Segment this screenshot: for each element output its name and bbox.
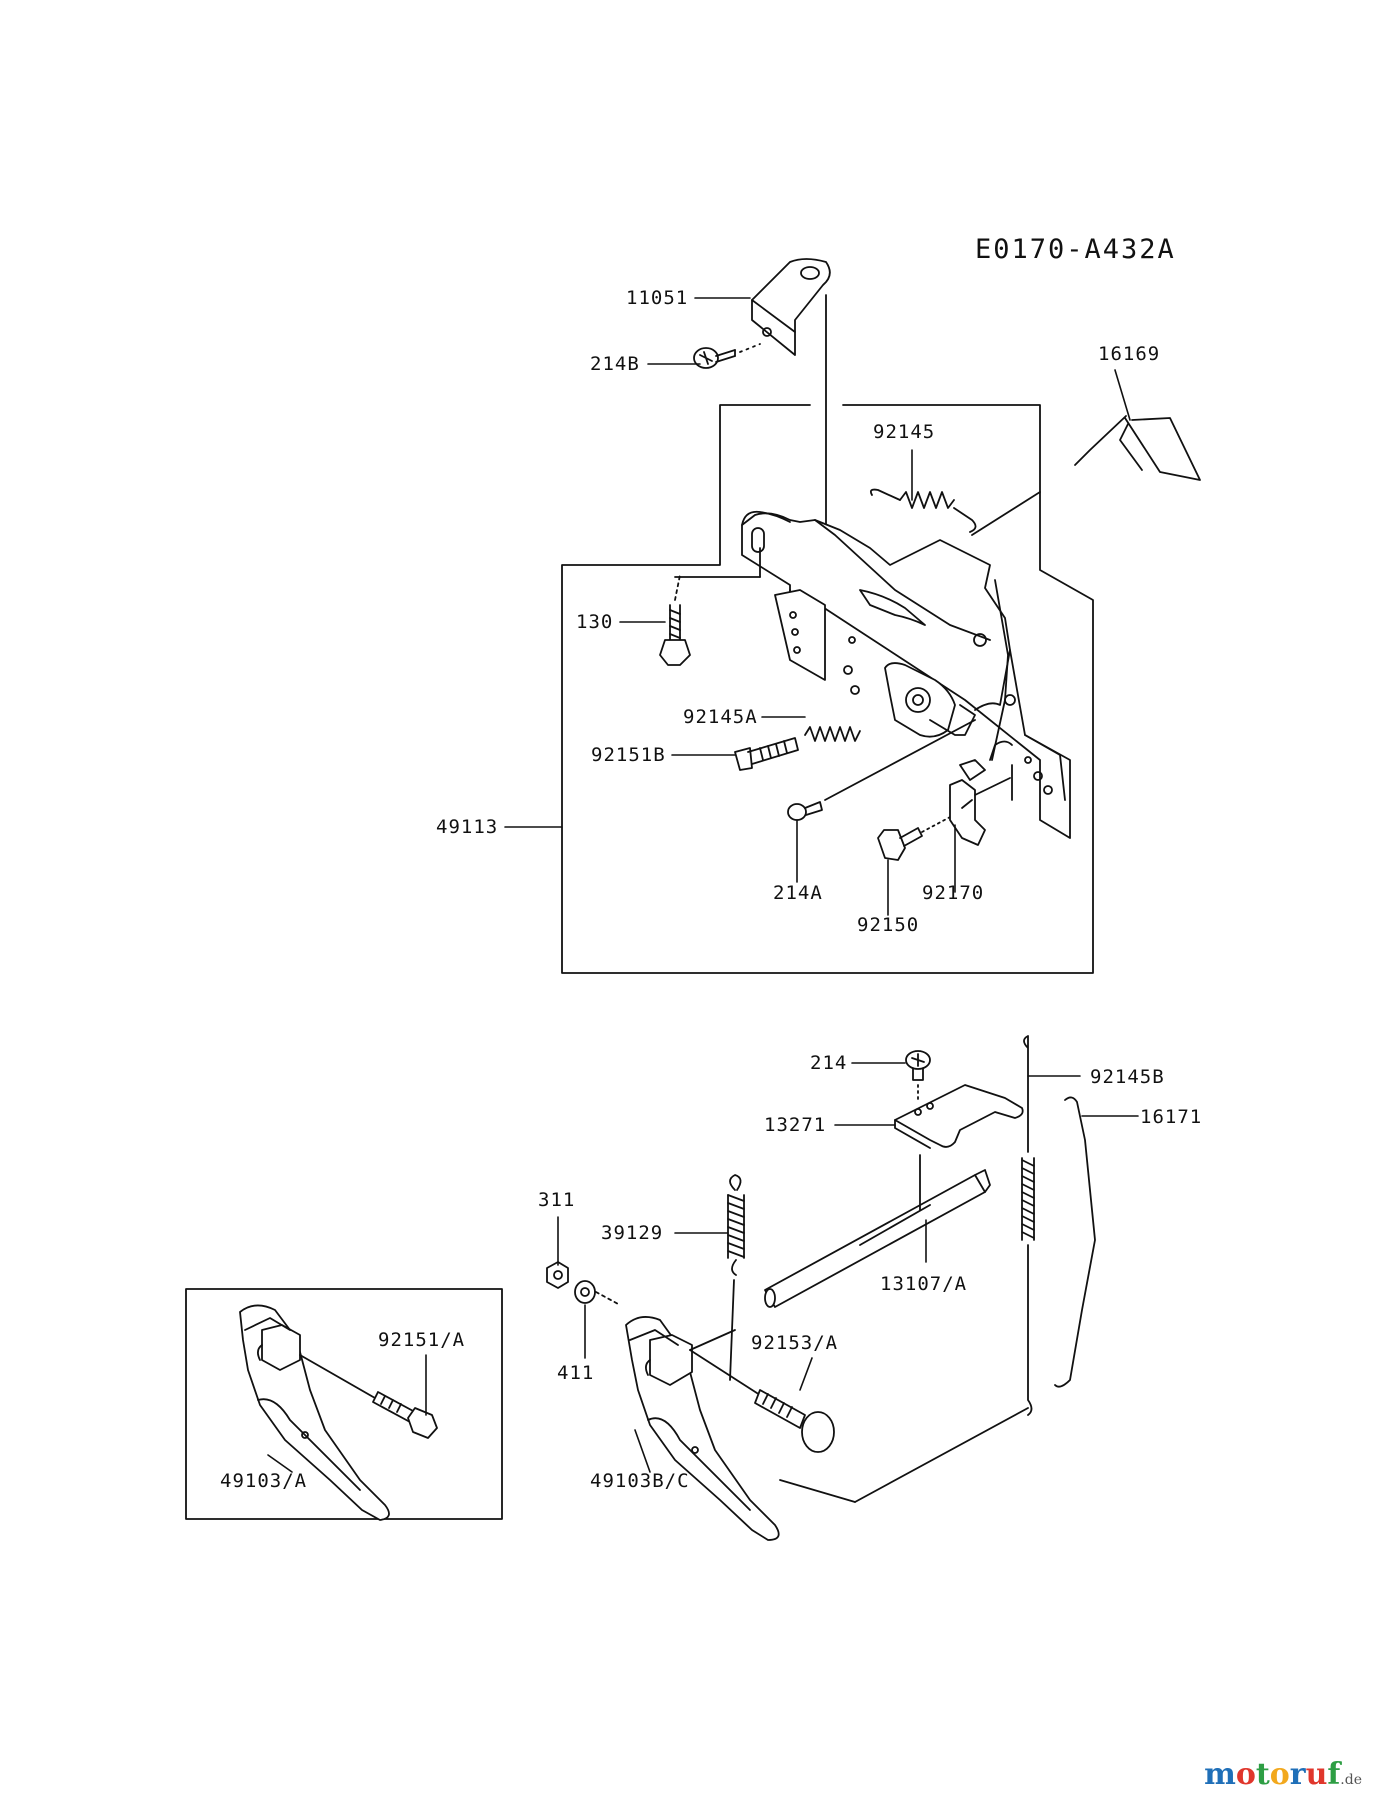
part-label-49103A: 49103/A [220,1470,308,1492]
leader-spring-lever-2 [779,1479,856,1503]
part-label-13107A: 13107/A [880,1273,968,1295]
watermark-letter: o [1269,1757,1290,1792]
part-label-92145: 92145 [873,421,936,443]
part-label-214A: 214A [773,882,823,904]
part-label-214B: 214B [590,353,640,375]
leader-39129-hook [729,1279,735,1381]
leader-lever-spring [689,1329,736,1351]
part-label-16169: 16169 [1098,343,1161,365]
part-13271-plate [894,1084,1024,1149]
group-outline-49113 [561,404,1094,974]
part-92145A-spring [804,726,861,742]
part-label-411: 411 [557,1362,595,1384]
leader-130-axis [674,574,681,601]
part-governor-plate [741,510,1071,839]
part-39129-spring [727,1174,745,1276]
part-label-92150: 92150 [857,914,920,936]
watermark-letter: o [1235,1757,1256,1792]
part-16171-rod [1054,1096,1096,1388]
watermark-logo: motoruf.de [1204,1760,1362,1790]
part-label-49113: 49113 [436,816,499,838]
watermark-letter: u [1305,1757,1328,1792]
part-92151A-bolt [372,1391,438,1439]
inset-box-49103A [185,1288,503,1520]
part-130-bolt [659,604,691,666]
part-label-92145B: 92145B [1090,1066,1165,1088]
watermark-letter: f [1327,1757,1341,1792]
leader-spring-lever [854,1407,1029,1503]
part-16169-wire [971,415,1201,536]
part-label-92145A: 92145A [683,706,758,728]
part-label-39129: 39129 [601,1222,664,1244]
part-label-49103BC: 49103B/C [590,1470,690,1492]
part-214-screw [905,1050,931,1081]
part-214B-screw [693,347,736,369]
part-13107A-shaft [764,1169,991,1308]
part-92151B-bolt [734,737,799,771]
watermark-tld: .de [1340,1772,1362,1788]
watermark-letter: r [1289,1757,1306,1792]
part-label-11051: 11051 [626,287,689,309]
part-214A-screw [787,801,823,821]
leader-411-axis [595,1291,621,1306]
part-label-311: 311 [538,1189,576,1211]
leader-92153A-axis [689,1349,761,1396]
part-49103BC-lever [625,1316,780,1541]
part-label-92151B: 92151B [591,744,666,766]
part-49103A-lever [239,1304,390,1521]
watermark-letter: t [1255,1757,1270,1792]
part-92145-spring [869,488,977,533]
leader-92151A-axis [299,1354,376,1399]
part-92153A-bolt [754,1389,835,1453]
part-411-washer [574,1280,596,1304]
part-92170-clip [949,779,986,846]
part-92150-bolt [877,827,923,861]
part-11051-bracket [751,258,831,356]
drawing-code: E0170-A432A [975,234,1176,265]
leader-214A-axis [824,719,976,801]
part-label-214: 214 [810,1052,848,1074]
part-311-nut [546,1261,569,1289]
part-label-92170: 92170 [922,882,985,904]
watermark-letter: m [1204,1757,1236,1792]
leader-92170-axis [974,777,1011,796]
part-label-130: 130 [576,611,614,633]
label-leaders [267,297,1139,1473]
leader-92150-axis [921,815,953,833]
part-label-13271: 13271 [764,1114,827,1136]
leader-214B-axis [739,343,761,353]
part-label-92153A: 92153/A [751,1332,839,1354]
part-label-92151A: 92151/A [378,1329,466,1351]
part-label-16171: 16171 [1140,1106,1203,1128]
part-92145B-spring [1021,1035,1035,1416]
